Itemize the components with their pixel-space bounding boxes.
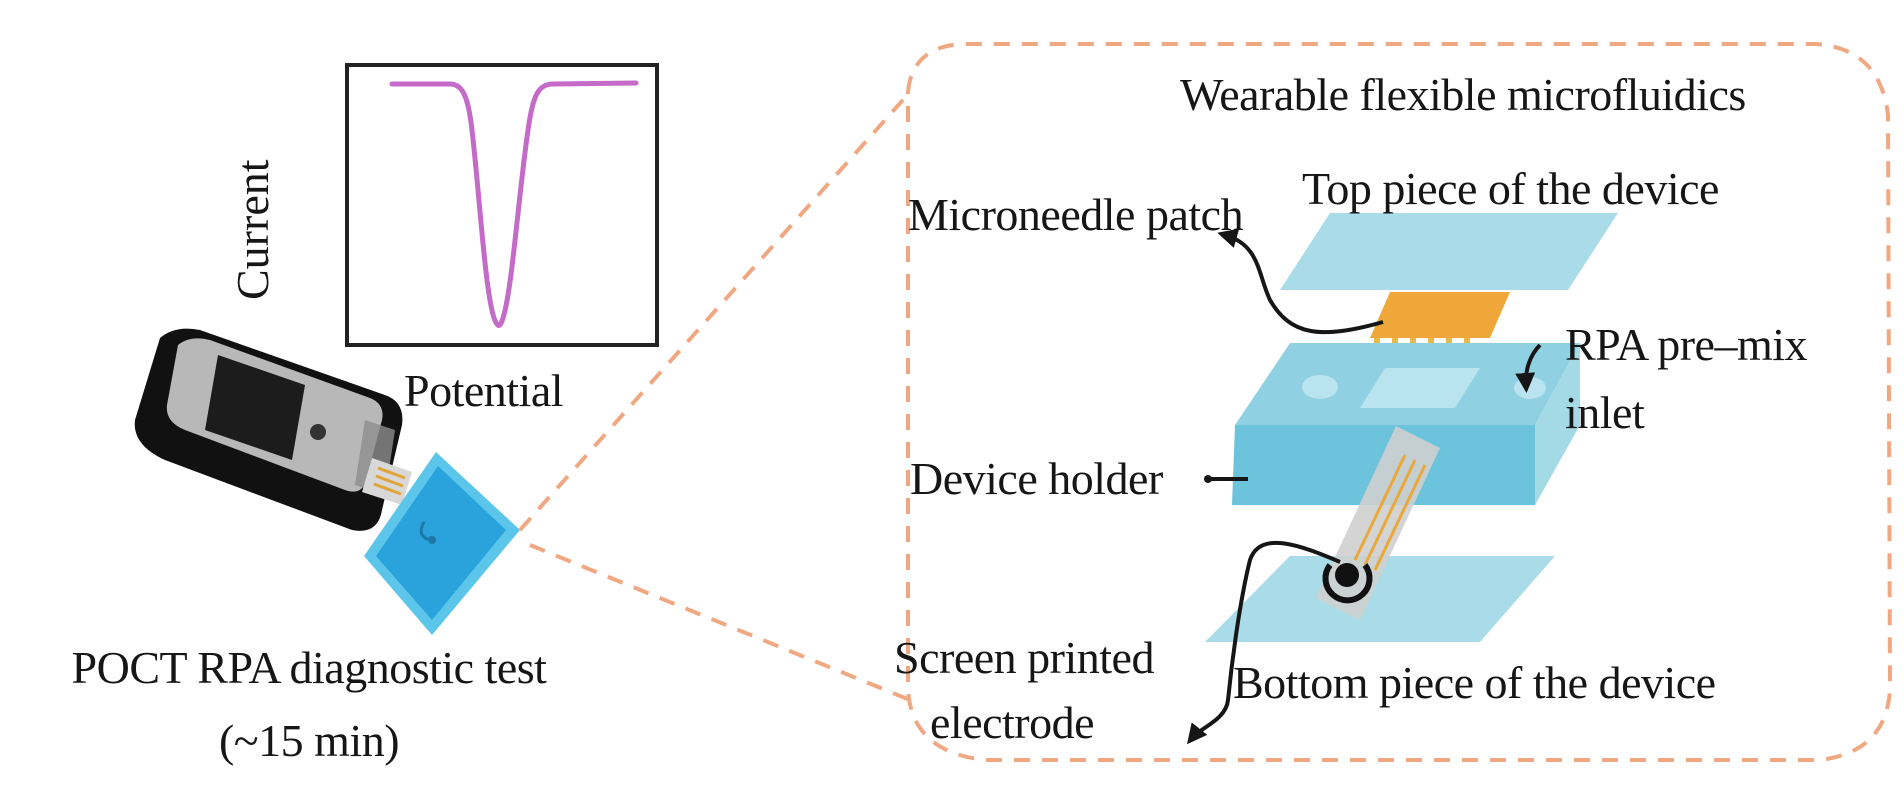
label-device-holder: Device holder: [910, 453, 1163, 504]
plot-x-axis-label: Potential: [404, 365, 564, 416]
label-bottom-piece: Bottom piece of the device: [1233, 657, 1716, 708]
bottom-piece-layer: [1205, 556, 1555, 642]
device-holder: [1232, 343, 1580, 505]
electrode-leader-arrow: [1186, 540, 1341, 745]
screen-printed-electrode: [1316, 426, 1440, 620]
microneedle-leader-arrow: [1217, 228, 1384, 335]
zoom-line-bottom: [529, 543, 911, 702]
label-rpa-inlet-line1: RPA pre–mix: [1565, 319, 1808, 370]
label-top-piece: Top piece of the device: [1302, 163, 1719, 214]
label-rpa-inlet-line2: inlet: [1565, 387, 1645, 438]
right-panel-title: Wearable flexible microfluidics: [1180, 69, 1746, 120]
label-microneedle-patch: Microneedle patch: [908, 189, 1244, 240]
plot-frame: [345, 63, 659, 347]
top-piece-layer: [1280, 213, 1618, 290]
left-panel-title: POCT RPA diagnostic test: [71, 642, 547, 693]
plot-y-axis-label: Current: [227, 159, 278, 300]
left-panel-duration: (~15 min): [218, 715, 400, 766]
label-electrode-line2: electrode: [930, 697, 1095, 748]
dashed-frame: [906, 42, 1893, 762]
zoom-line-top: [518, 90, 912, 532]
handheld-potentiostat-icon: [134, 328, 403, 531]
electrode-connector: [362, 458, 412, 505]
label-electrode-line1: Screen printed: [894, 632, 1154, 683]
test-strip-icon: [364, 452, 520, 635]
rpa-inlet-leader-arrow: [1515, 343, 1542, 393]
voltammogram-curve: [389, 80, 639, 328]
